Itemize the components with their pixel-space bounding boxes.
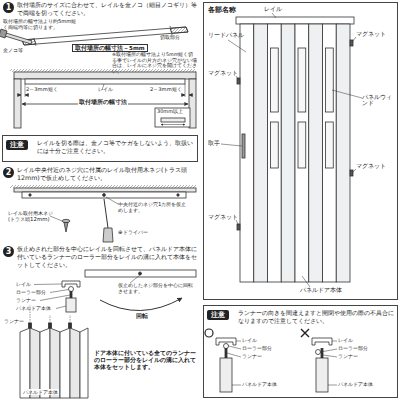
caution-heading: 注意	[207, 310, 229, 320]
part-label: 取付場所の幅寸法－5mm	[72, 44, 148, 52]
caution-text: レイルを切る際は、金ノコ等でケガをしないよう、取扱いには十分ご注意ください。	[37, 139, 195, 155]
runner-sections	[205, 329, 337, 392]
part-label: パネルドア本体	[16, 305, 51, 311]
part-label: ランナー	[338, 354, 358, 360]
part-label: ドア本体に付いている全てのランナーのローラー部分をレイルの溝に入れて本体をセット…	[94, 350, 198, 371]
part-label: 取付場所の幅寸法	[78, 99, 128, 105]
step-instruction: 取付場所のサイズに合わせて、レイルを金ノコ（細目ノコギリ）等で両端を切ってくださ…	[17, 1, 199, 17]
panel-heading: 各部名称	[208, 6, 236, 15]
part-label: ローラー部分	[16, 289, 46, 295]
step-instruction: レイル中央付近のネジ穴に付属のレイル取付用木ネジ(トラス頭12mm)で仮止めして…	[17, 166, 199, 182]
part-label: 中央付近のネジ穴1カ所を仮止めします。	[118, 201, 188, 213]
part-label: パネルウィンド	[362, 94, 392, 107]
part-label: ローラー部分	[242, 346, 272, 352]
part-label: 30mm以上	[157, 109, 183, 115]
part-label: パネルドア本体	[242, 382, 277, 388]
step-number: 1	[3, 2, 14, 13]
part-label: 取手	[208, 140, 220, 146]
part-label: レイル	[98, 86, 113, 92]
part-label: マグネット	[208, 70, 238, 76]
part-label: リードパネル	[208, 32, 244, 38]
part-label: ※取付場所の幅寸法より5mm短く切る事でレイルの片方のネジ穴がない場合は、レイル…	[112, 52, 198, 74]
part-label: ローラー部分	[338, 346, 368, 352]
part-label: 切取部分	[160, 35, 180, 41]
door-setting	[20, 270, 196, 398]
caution-text: ランナーの向きを間違えますと開閉や使用の際の不具合になりますので注意してください…	[238, 309, 394, 324]
part-label: ⊕ドライバー	[118, 229, 148, 235]
part-label: 金ノコ等	[3, 47, 23, 53]
step-number: 2	[3, 167, 14, 178]
part-label: 2～3mm短く	[26, 87, 58, 93]
part-label: 2～3mm短く	[150, 87, 182, 93]
part-label: ランナー	[16, 297, 36, 303]
accordion-door	[221, 13, 362, 287]
part-label: マグネット	[356, 163, 386, 169]
part-label: パネルドア本体	[22, 389, 59, 395]
part-label: マグネット	[356, 31, 386, 37]
part-label: 仮止めしたネジ部分を中心に回転させます。	[118, 282, 196, 294]
step-number: 3	[3, 246, 14, 257]
part-label: 取付場所の幅寸法より約5mm短く両端均等に切ります。	[3, 19, 79, 31]
part-label: パネルドア本体	[300, 287, 342, 293]
part-label: レイル	[338, 338, 353, 344]
part-label: 回転	[136, 313, 148, 319]
part-label: パネルドア本体	[338, 382, 373, 388]
part-label: レイル	[242, 338, 257, 344]
part-label: ランナー	[242, 354, 262, 360]
part-label: レイル取付用木ネジ (トラス頭12mm)	[8, 210, 60, 222]
step-instruction: 仮止めされた部分を中心にレイルを回転させて、パネルドア本体に付いているランナーの…	[17, 245, 199, 270]
caution-box: 注意レイルを切る際は、金ノコ等でケガをしないよう、取扱いには十分ご注意ください。	[2, 135, 198, 162]
part-label: レイル	[16, 281, 31, 287]
part-label: レイル	[264, 6, 282, 12]
caution-heading: 注意	[6, 140, 28, 150]
part-label: マグネット	[208, 214, 238, 220]
door-opening	[10, 69, 196, 128]
parts-panel: 各部名称	[203, 2, 398, 300]
part-label: ランナー	[4, 318, 24, 324]
